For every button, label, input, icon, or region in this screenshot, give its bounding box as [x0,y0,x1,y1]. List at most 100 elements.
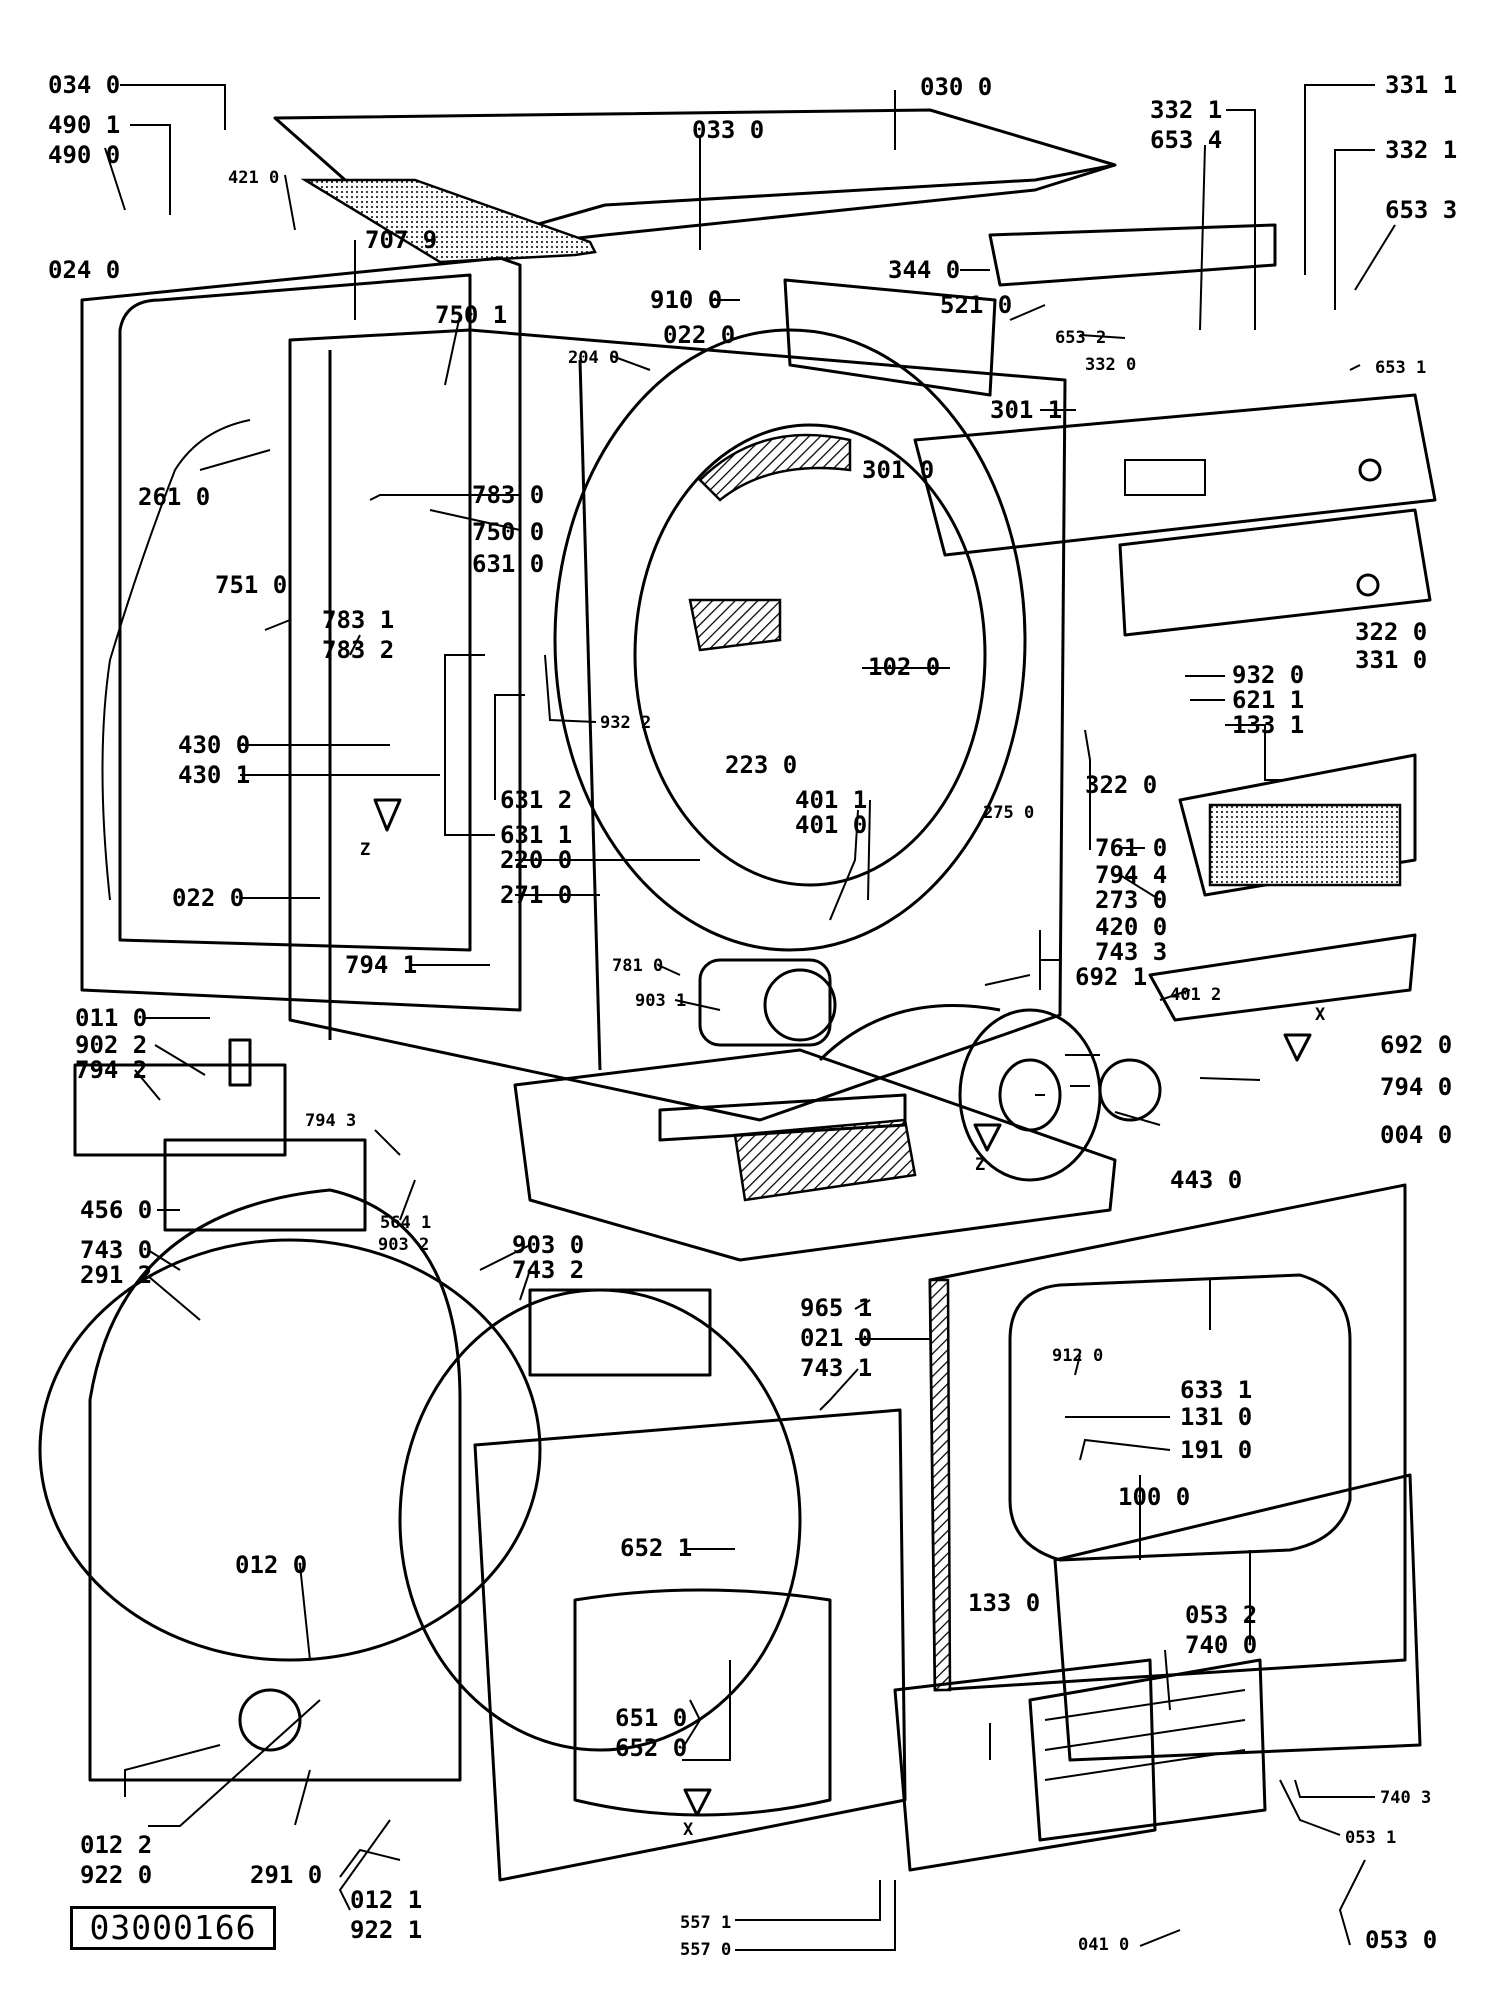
part-label-564-1: 564 1 [380,1213,431,1233]
leader-lines [104,84,1396,1951]
part-label-912-0: 912 0 [1052,1346,1103,1366]
part-label-932-2: 932 2 [600,713,651,733]
part-label-794-0: 794 0 [1380,1073,1452,1101]
part-label-100-0: 100 0 [1118,1483,1190,1511]
part-label-301-1: 301 1 [990,396,1062,424]
part-label-041-0: 041 0 [1078,1935,1129,1955]
part-label-794-2: 794 2 [75,1056,147,1084]
part-label-783-2: 783 2 [322,636,394,664]
part-label-131-0: 131 0 [1180,1403,1252,1431]
part-label-557-0: 557 0 [680,1940,731,1960]
part-label-902-2: 902 2 [75,1031,147,1059]
control-panel [913,393,1437,637]
part-label-421-0: 421 0 [228,168,279,188]
part-label-490-1: 490 1 [48,111,120,139]
motor [698,958,837,1047]
part-label-653-1: 653 1 [1375,358,1426,378]
part-label-331-1: 331 1 [1385,71,1457,99]
part-label-322-0-right: 322 0 [1355,618,1427,646]
part-label-332-0: 332 0 [1085,355,1136,375]
part-label-191-0: 191 0 [1180,1436,1252,1464]
part-label-743-2: 743 2 [512,1256,584,1284]
part-label-932-0: 932 0 [1232,661,1304,689]
part-label-783-1: 783 1 [322,606,394,634]
part-label-443-0: 443 0 [1170,1166,1242,1194]
part-label-743-3: 743 3 [1095,938,1167,966]
document-number: 03000166 [70,1906,276,1950]
part-label-903-1: 903 1 [635,991,686,1011]
part-label-301-0: 301 0 [862,456,934,484]
part-label-331-0: 331 0 [1355,646,1427,674]
part-label-273-0: 273 0 [1095,886,1167,914]
part-label-750-1: 750 1 [435,301,507,329]
part-label-651-0: 651 0 [615,1704,687,1732]
part-label-781-0: 781 0 [612,956,663,976]
door [928,1183,1422,1762]
part-label-631-1: 631 1 [500,821,572,849]
part-label-692-0: 692 0 [1380,1031,1452,1059]
part-label-220-0: 220 0 [500,846,572,874]
part-label-794-3: 794 3 [305,1111,356,1131]
part-label-707-9: 707 9 [365,226,437,254]
part-label-740-3: 740 3 [1380,1788,1431,1808]
part-label-751-0: 751 0 [215,571,287,599]
part-label-420-0: 420 0 [1095,913,1167,941]
part-label-743-0: 743 0 [80,1236,152,1264]
rear-panel-round [38,1188,542,1782]
direction-marker-x-right: X [1315,1005,1326,1025]
part-label-794-4: 794 4 [1095,861,1167,889]
part-labels: 034 0 490 1 490 0 421 0 024 0 707 9 750 … [48,71,1457,1960]
part-label-291-2: 291 2 [80,1261,152,1289]
part-label-750-0: 750 0 [472,518,544,546]
water-container-drawer [893,1658,1267,1872]
part-label-022-0-left: 022 0 [172,884,244,912]
part-label-012-1: 012 1 [350,1886,422,1914]
top-cover [273,108,1117,264]
part-label-653-4: 653 4 [1150,126,1222,154]
part-label-322-0-mid: 322 0 [1085,771,1157,799]
part-label-903-0: 903 0 [512,1231,584,1259]
part-label-783-0: 783 0 [472,481,544,509]
part-label-557-1: 557 1 [680,1913,731,1933]
part-label-034-0: 034 0 [48,71,120,99]
part-label-653-3: 653 3 [1385,196,1457,224]
base-frame [513,1048,1117,1262]
part-label-275-0: 275 0 [983,803,1034,823]
part-label-692-1: 692 1 [1075,963,1147,991]
part-label-271-0: 271 0 [500,881,572,909]
part-label-740-0: 740 0 [1185,1631,1257,1659]
part-label-653-2: 653 2 [1055,328,1106,348]
part-label-102-0: 102 0 [868,653,940,681]
part-label-012-0: 012 0 [235,1551,307,1579]
part-label-401-1: 401 1 [795,786,867,814]
part-label-332-1-top: 332 1 [1150,96,1222,124]
part-label-401-2: 401 2 [1170,985,1221,1005]
part-label-012-2: 012 2 [80,1831,152,1859]
part-label-903-2: 903 2 [378,1235,429,1255]
part-label-922-0: 922 0 [80,1861,152,1889]
part-label-456-0: 456 0 [80,1196,152,1224]
direction-marker-x-bottom: X [683,1820,694,1840]
drum [553,328,1027,952]
part-label-652-1: 652 1 [620,1534,692,1562]
part-label-631-2: 631 2 [500,786,572,814]
part-label-401-0: 401 0 [795,811,867,839]
part-label-053-0: 053 0 [1365,1926,1437,1954]
direction-markers: Z Z X X [360,798,1326,1840]
part-label-133-0: 133 0 [968,1589,1040,1617]
part-label-490-0: 490 0 [48,141,120,169]
front-bulkhead-wall [288,328,1067,1122]
direction-marker-z-center: Z [975,1155,985,1175]
part-label-133-1: 133 1 [1232,711,1304,739]
part-label-761-0: 761 0 [1095,834,1167,862]
part-label-024-0: 024 0 [48,256,120,284]
electronic-module [783,223,1277,397]
part-label-922-1: 922 1 [350,1916,422,1944]
part-label-794-1: 794 1 [345,951,417,979]
part-label-621-1: 621 1 [1232,686,1304,714]
small-parts [73,1038,1162,1377]
part-label-053-1: 053 1 [1345,1828,1396,1848]
part-label-652-0: 652 0 [615,1734,687,1762]
part-label-053-2: 053 2 [1185,1601,1257,1629]
